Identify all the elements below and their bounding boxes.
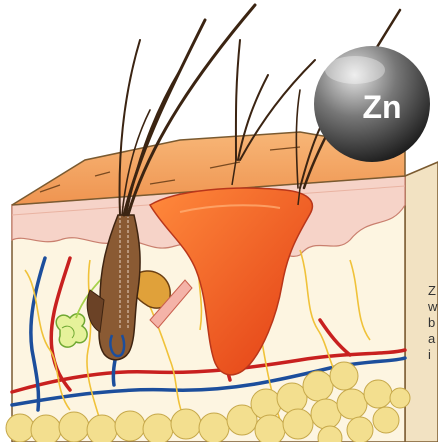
side-caption-line: i [428,347,438,363]
side-caption-line: w [428,299,438,315]
side-caption: Z w b a i [428,283,438,363]
side-caption-line: a [428,331,438,347]
side-caption-line: b [428,315,438,331]
zinc-symbol-label: Zn [362,89,401,125]
side-caption-line: Z [428,283,438,299]
